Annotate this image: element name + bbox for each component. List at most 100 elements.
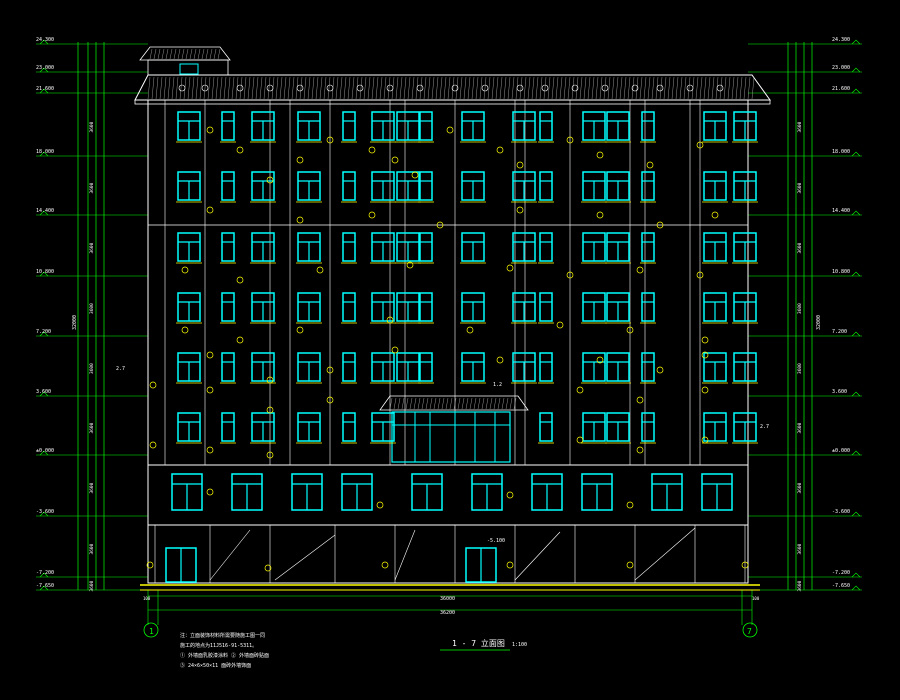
material-tag-circle — [266, 376, 274, 384]
material-tag-circle — [701, 436, 709, 444]
level-label-right: -3.600 — [832, 509, 850, 515]
roof-hatch — [567, 76, 571, 100]
material-tag — [506, 264, 514, 272]
roof-tag-circle — [686, 84, 694, 92]
window-frame — [419, 171, 433, 201]
material-tag-circle — [576, 436, 584, 444]
material-tag — [596, 356, 604, 364]
window-frame — [221, 412, 235, 442]
window — [220, 171, 236, 203]
level-label-right: 18.000 — [832, 149, 850, 155]
window — [511, 232, 537, 264]
axis-label-right: 7 — [747, 627, 752, 636]
segment-dim-right: 3600 — [797, 182, 803, 193]
roof-hatch — [475, 76, 479, 100]
entrance-frame — [391, 411, 511, 463]
material-tag — [496, 356, 504, 364]
window-frame — [342, 352, 356, 382]
window — [538, 171, 554, 203]
roof-hatch — [675, 76, 679, 100]
canopy-hatch — [425, 397, 429, 410]
window — [176, 171, 202, 203]
roof-hatch — [607, 76, 611, 100]
canopy-hatch — [461, 397, 465, 410]
window — [395, 352, 421, 384]
window-frame — [342, 412, 356, 442]
material-tag-circle — [326, 136, 334, 144]
roof-hatch — [527, 76, 531, 100]
material-tag — [636, 266, 644, 274]
window — [418, 232, 434, 264]
window — [702, 232, 728, 264]
material-tag-circle — [376, 501, 384, 509]
basement-outline — [147, 524, 749, 584]
roof-hatch — [155, 76, 159, 100]
roof-hatch — [159, 76, 163, 100]
roof-outline — [134, 74, 771, 101]
roof-hatch — [639, 76, 643, 100]
window — [341, 111, 357, 143]
roof-hatch — [587, 76, 591, 100]
segment-dim-left: 3600 — [89, 303, 95, 314]
level-label-right: 21.600 — [832, 86, 850, 92]
window — [291, 473, 323, 511]
window-frame — [342, 232, 356, 262]
roof-hatch — [359, 76, 363, 100]
axis-label-left: 1 — [149, 627, 154, 636]
window — [370, 171, 396, 203]
roof-hatch — [223, 76, 227, 100]
window — [702, 171, 728, 203]
canopy-hatch — [421, 397, 425, 410]
window — [702, 352, 728, 384]
window — [538, 232, 554, 264]
window — [605, 352, 631, 384]
roof-hatch — [287, 76, 291, 100]
material-tag-circle — [506, 491, 514, 499]
material-tag-circle — [368, 211, 376, 219]
material-tag — [149, 381, 157, 389]
roof-hatch — [623, 76, 627, 100]
window — [231, 473, 263, 511]
roof-hatch — [535, 76, 539, 100]
level-marker-right — [851, 331, 861, 337]
window — [176, 412, 202, 444]
material-tag — [466, 326, 474, 334]
material-tag-circle — [436, 221, 444, 229]
roof-hatch — [735, 76, 739, 100]
roof-hatch — [591, 76, 595, 100]
window — [341, 352, 357, 384]
roof-hatch — [687, 76, 691, 100]
level-marker-left — [39, 88, 49, 94]
material-tag-circle — [506, 561, 514, 569]
level-label-left: 14.400 — [36, 208, 54, 214]
level-label-left: 10.800 — [36, 269, 54, 275]
material-tag-circle — [596, 356, 604, 364]
material-tag — [446, 126, 454, 134]
roof-hatch — [743, 76, 747, 100]
material-tag — [266, 376, 274, 384]
roof-hatch — [551, 76, 555, 100]
material-tag — [436, 221, 444, 229]
roof-hatch — [307, 76, 311, 100]
material-tag-circle — [636, 266, 644, 274]
level-marker-right — [851, 572, 861, 578]
material-tag — [326, 136, 334, 144]
material-tag — [296, 326, 304, 334]
window — [220, 292, 236, 324]
roof-hatch — [543, 76, 547, 100]
roof-tower-hatch — [213, 48, 217, 60]
material-tag — [149, 441, 157, 449]
material-tag-circle — [296, 216, 304, 224]
window — [296, 352, 322, 384]
level-marker-left — [39, 391, 49, 397]
segment-dim-right: 3600 — [797, 121, 803, 132]
material-tag — [296, 216, 304, 224]
window — [732, 292, 758, 324]
roof-hatch — [291, 76, 295, 100]
window — [411, 473, 443, 511]
level-marker-right — [851, 511, 861, 517]
roof-hatch — [703, 76, 707, 100]
roof-hatch — [151, 76, 155, 100]
roof-hatch — [187, 76, 191, 100]
